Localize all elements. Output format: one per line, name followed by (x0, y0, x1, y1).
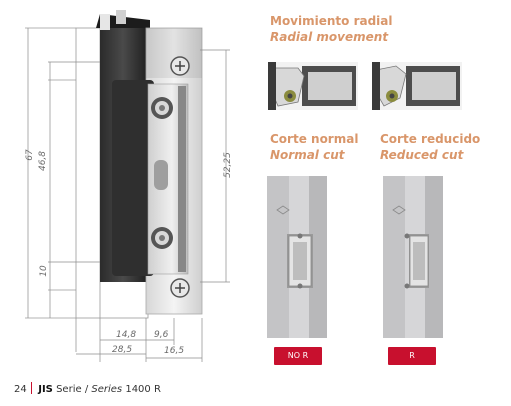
normal-cut-image (267, 176, 327, 338)
dim-width-right: 9,6 (154, 330, 169, 340)
normal-cut-subtitle: Normal cut (270, 148, 345, 162)
dimension-lines (27, 28, 230, 362)
screw-top (170, 56, 190, 76)
footer-serie-es: Serie (56, 384, 82, 395)
reduced-cut-badge: R (388, 347, 436, 365)
radial-latch-image-open (372, 62, 462, 110)
reduced-cut-subtitle: Reduced cut (380, 148, 464, 162)
radial-latch-image-closed (268, 62, 358, 110)
gear-bottom (151, 227, 173, 249)
reduced-cut-title: Corte reducido (380, 132, 481, 146)
normal-cut-title: Corte normal (270, 132, 359, 146)
dim-right-height: 52,25 (223, 152, 233, 178)
footer-separator: / (84, 384, 89, 395)
page-footer: 24 JIS Serie / Series 1400 R (14, 382, 161, 395)
dim-lower-height: 10 (39, 265, 49, 277)
strike-technical-drawing (25, 10, 230, 362)
dim-upper-height: 46,8 (38, 150, 48, 172)
footer-serie-en: Series (91, 384, 123, 395)
reduced-cut-image (383, 176, 443, 338)
dim-overall-height: 67 (25, 149, 35, 161)
dim-width-total: 28,5 (112, 345, 133, 355)
dim-width-inner: 14,8 (116, 330, 137, 340)
normal-cut-badge: NO R (274, 347, 322, 365)
footer-divider (30, 382, 33, 394)
page-number: 24 (14, 384, 27, 395)
screw-bottom (170, 278, 190, 298)
radial-title: Movimiento radial (270, 14, 393, 28)
gear-top (151, 97, 173, 119)
latch-cover (112, 80, 154, 276)
footer-model: 1400 R (125, 384, 161, 395)
radial-subtitle: Radial movement (270, 30, 389, 44)
dim-width-right-lower: 16,5 (164, 346, 185, 356)
footer-brand: JIS (38, 384, 53, 395)
